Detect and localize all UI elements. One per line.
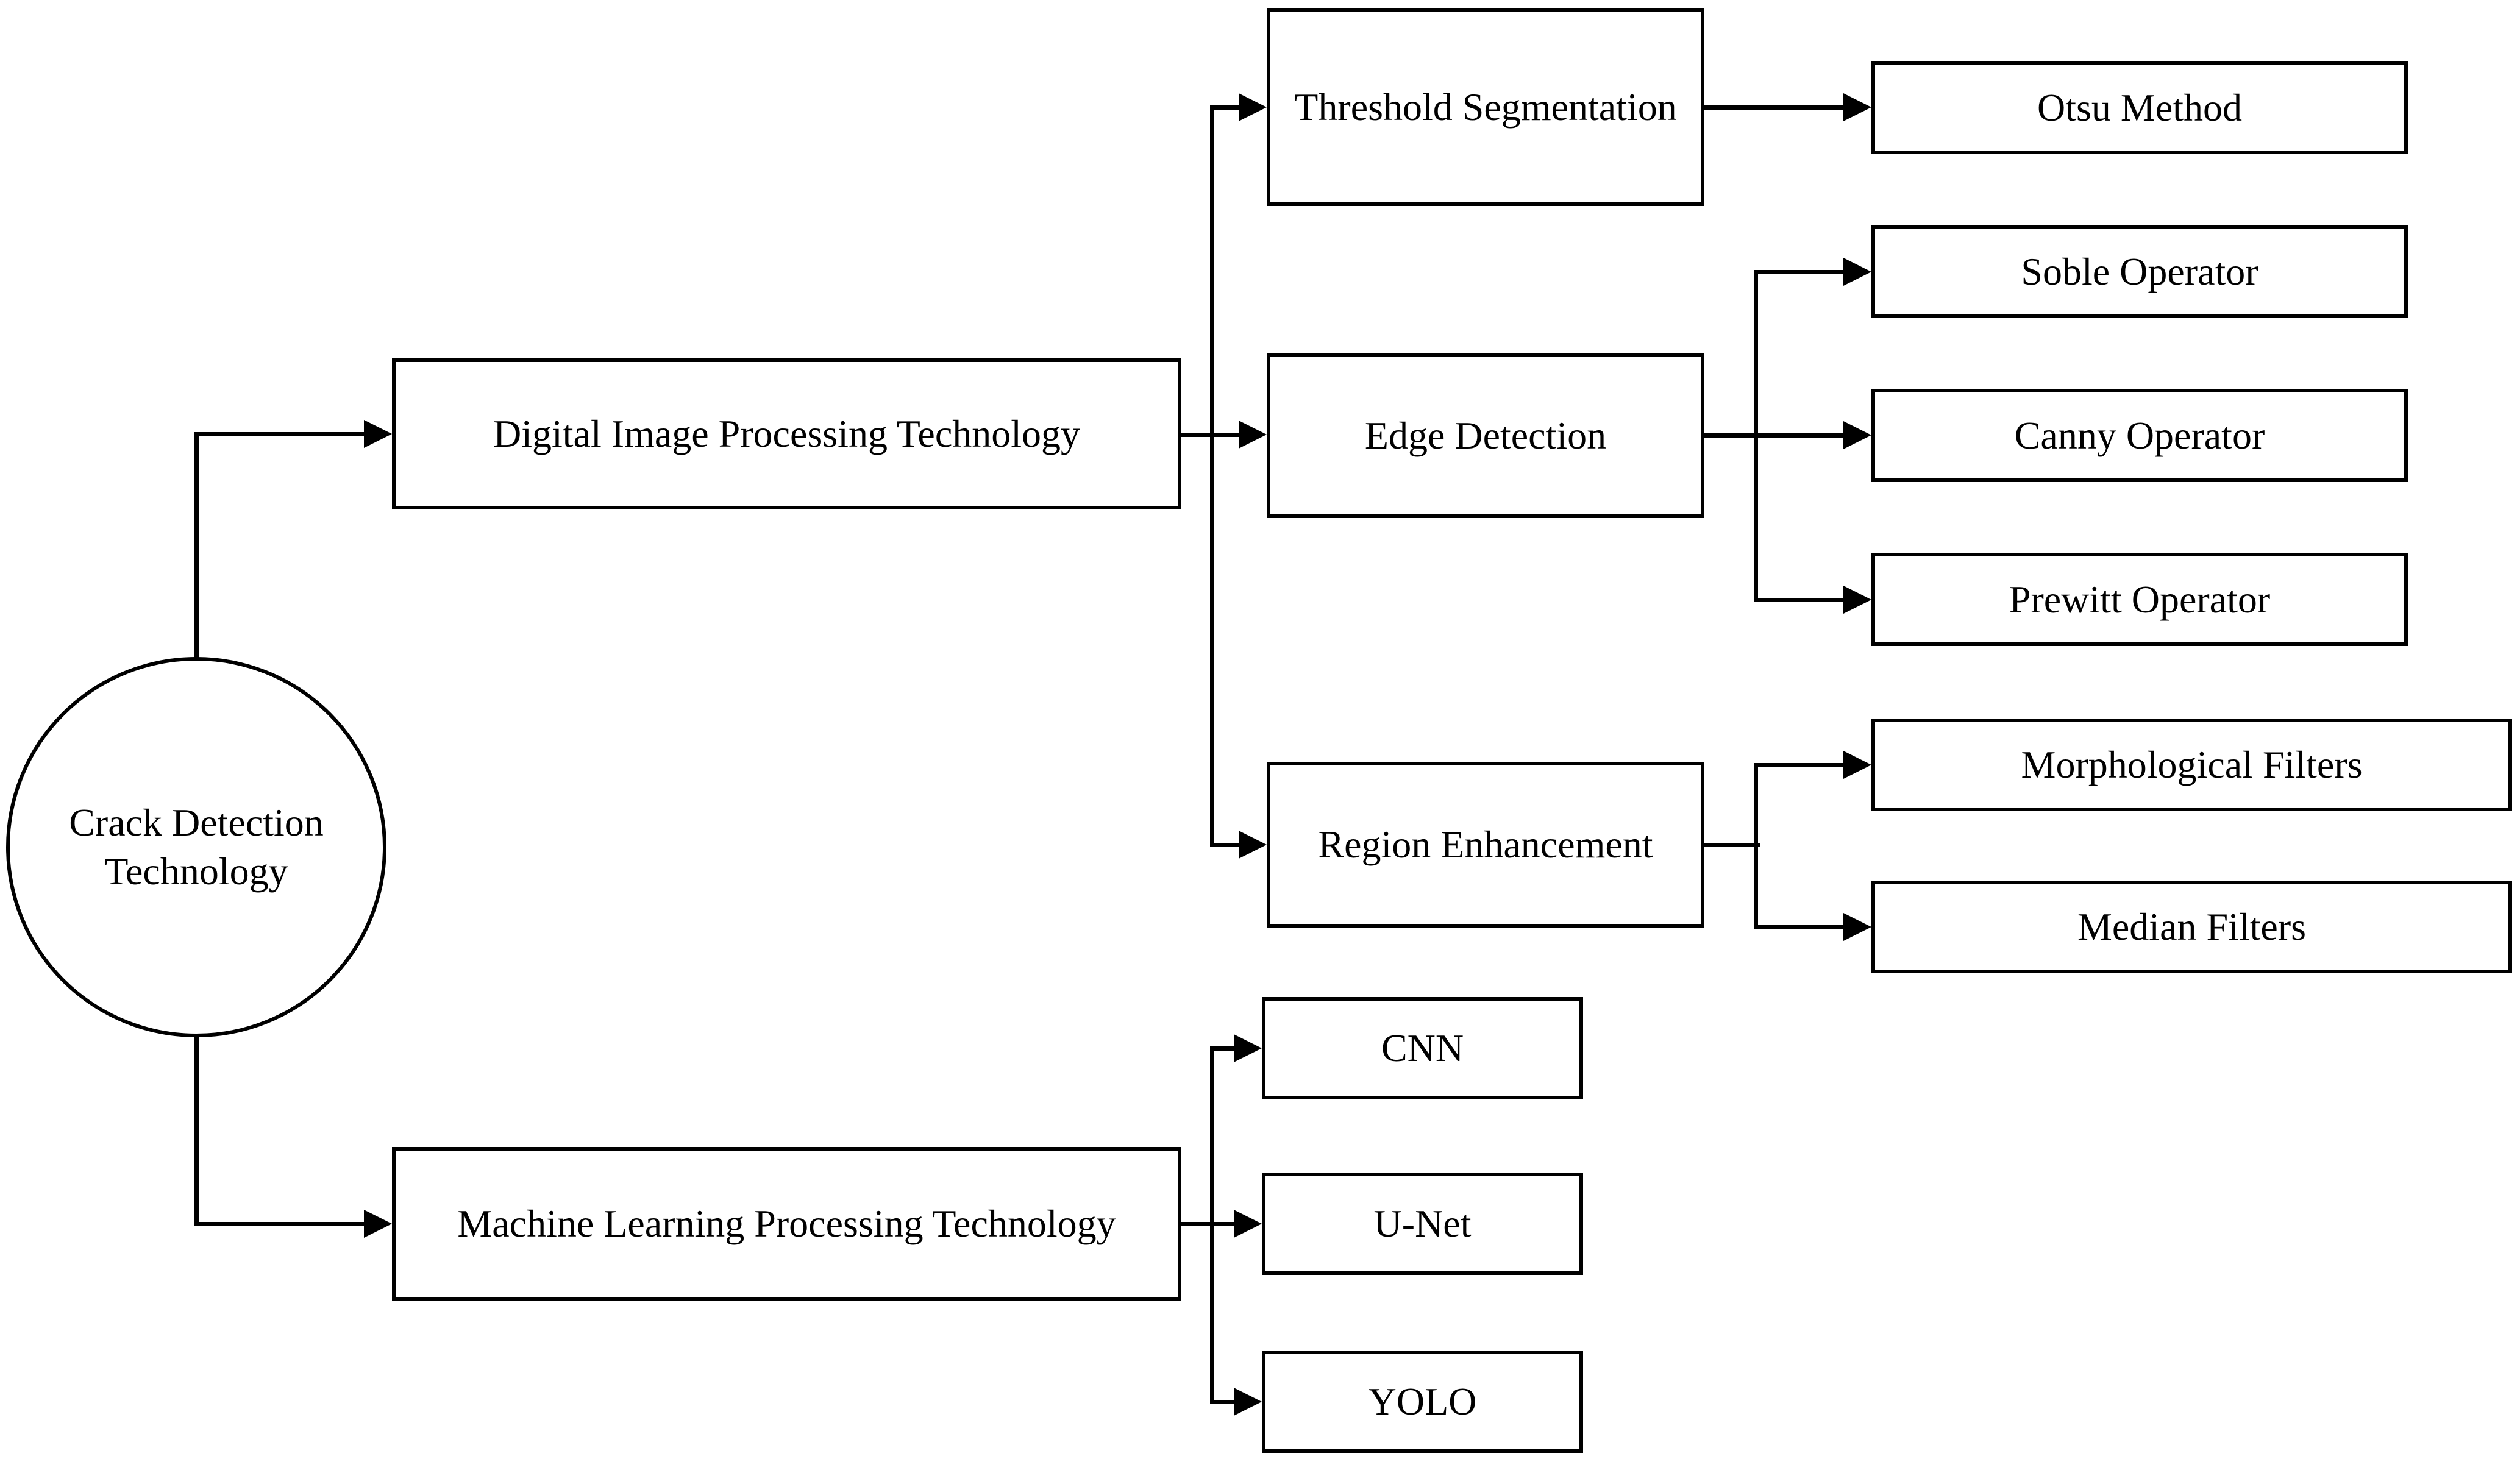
arrowhead-icon [364,1210,392,1238]
node-label: Soble Operator [2021,249,2258,293]
node-prewitt-operator: Prewitt Operator [1871,553,2408,646]
arrowhead-icon [1843,258,1871,286]
node-label-line: Crack Detection [69,801,324,844]
node-canny-operator: Canny Operator [1871,389,2408,482]
connector-line-vertical [194,431,199,662]
node-machine-learning-processing-technology: Machine Learning Processing Technology [392,1147,1181,1301]
node-label: Prewitt Operator [2009,577,2271,621]
node-label: Canny Operator [2014,413,2265,457]
connector-line-horizontal [1209,842,1245,847]
arrowhead-icon [1843,93,1871,121]
arrowhead-icon [1234,1388,1262,1416]
connector-line-horizontal [1702,433,1850,438]
arrowhead-icon [1843,421,1871,449]
node-region-enhancement: Region Enhancement [1267,762,1704,928]
node-label: U-Net [1373,1202,1472,1245]
arrowhead-icon [1843,586,1871,614]
node-label: Machine Learning Processing Technology [457,1202,1116,1245]
node-label: YOLO [1368,1380,1477,1423]
arrowhead-icon [1239,421,1267,449]
node-threshold-segmentation: Threshold Segmentation [1267,8,1704,206]
node-yolo: YOLO [1262,1351,1583,1453]
connector-line-horizontal [1753,269,1850,274]
arrowhead-icon [1234,1210,1262,1238]
node-crack-detection-technology: Crack Detection Technology [6,657,386,1037]
connector-line-horizontal [1753,597,1850,602]
connector-line-horizontal [1179,1221,1240,1226]
node-cnn: CNN [1262,997,1583,1099]
connector-line-vertical [1209,105,1214,847]
node-digital-image-processing-technology: Digital Image Processing Technology [392,358,1181,509]
node-median-filters: Median Filters [1871,881,2512,973]
node-edge-detection: Edge Detection [1267,353,1704,518]
connector-line-horizontal [1753,925,1850,929]
arrowhead-icon [1234,1034,1262,1062]
connector-line-horizontal [1209,1046,1240,1051]
arrowhead-icon [1239,93,1267,121]
node-label: Digital Image Processing Technology [493,412,1081,455]
node-label: Edge Detection [1364,414,1607,457]
connector-line-horizontal [1702,105,1850,110]
node-soble-operator: Soble Operator [1871,225,2408,318]
arrowhead-icon [1843,913,1871,941]
connector-line-horizontal [194,1221,371,1226]
connector-line-horizontal [1702,842,1760,847]
node-label: Threshold Segmentation [1294,85,1677,129]
node-otsu-method: Otsu Method [1871,61,2408,154]
arrowhead-icon [1239,831,1267,859]
arrowhead-icon [364,420,392,448]
connector-line-horizontal [1209,1399,1240,1404]
node-label: Otsu Method [2037,85,2242,129]
node-morphological-filters: Morphological Filters [1871,719,2512,811]
node-label: Morphological Filters [2021,743,2363,786]
arrowhead-icon [1843,751,1871,779]
connector-line-horizontal [1209,105,1245,110]
node-label-line: Technology [104,850,288,893]
node-label: Region Enhancement [1318,823,1653,866]
connector-line-horizontal [1753,762,1850,767]
node-label: Median Filters [2077,905,2307,948]
connector-line-horizontal [194,431,371,436]
connector-line-horizontal [1179,432,1245,437]
connector-line-vertical [194,1032,199,1226]
node-u-net: U-Net [1262,1173,1583,1275]
node-label: CNN [1381,1026,1464,1070]
